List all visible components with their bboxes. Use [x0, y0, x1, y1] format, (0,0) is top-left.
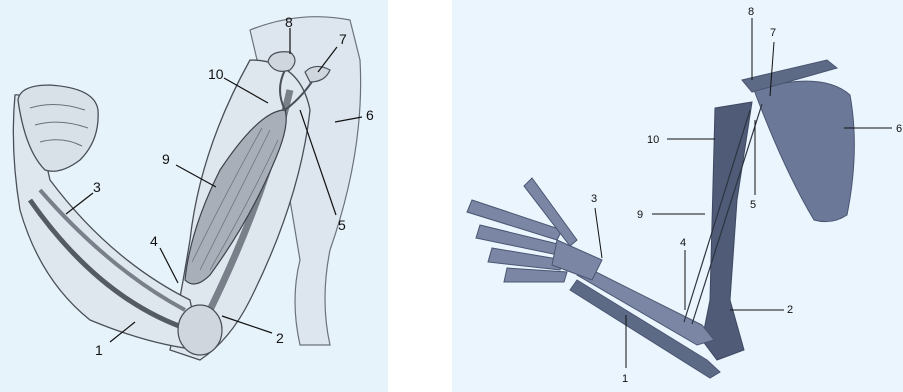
left-label-9: 9 — [162, 151, 170, 167]
left-label-7: 7 — [339, 31, 347, 47]
skeleton-model-panel: 1 2 3 4 5 6 7 8 9 10 — [452, 0, 903, 392]
right-label-6: 6 — [896, 123, 902, 135]
right-label-10: 10 — [647, 134, 659, 146]
left-label-8: 8 — [285, 14, 293, 30]
arm-sketch-panel: 1 2 3 4 5 6 7 8 9 10 — [0, 0, 388, 392]
right-label-9: 9 — [637, 209, 643, 221]
elbow-joint — [178, 305, 222, 355]
left-label-10: 10 — [208, 66, 224, 82]
right-label-8: 8 — [748, 6, 754, 18]
right-label-5: 5 — [750, 199, 756, 211]
right-label-7: 7 — [770, 27, 776, 39]
left-label-2: 2 — [276, 330, 284, 346]
right-label-2: 2 — [787, 304, 793, 316]
left-label-6: 6 — [366, 107, 374, 123]
left-label-1: 1 — [95, 342, 103, 358]
right-label-1: 1 — [622, 373, 628, 385]
right-label-4: 4 — [680, 237, 686, 249]
arm-sketch-illustration: 1 2 3 4 5 6 7 8 9 10 — [0, 0, 388, 392]
left-label-4: 4 — [150, 233, 158, 249]
left-label-5: 5 — [338, 217, 346, 233]
right-label-3: 3 — [591, 193, 597, 205]
skeleton-model-illustration: 1 2 3 4 5 6 7 8 9 10 — [452, 0, 903, 392]
left-label-3: 3 — [93, 179, 101, 195]
